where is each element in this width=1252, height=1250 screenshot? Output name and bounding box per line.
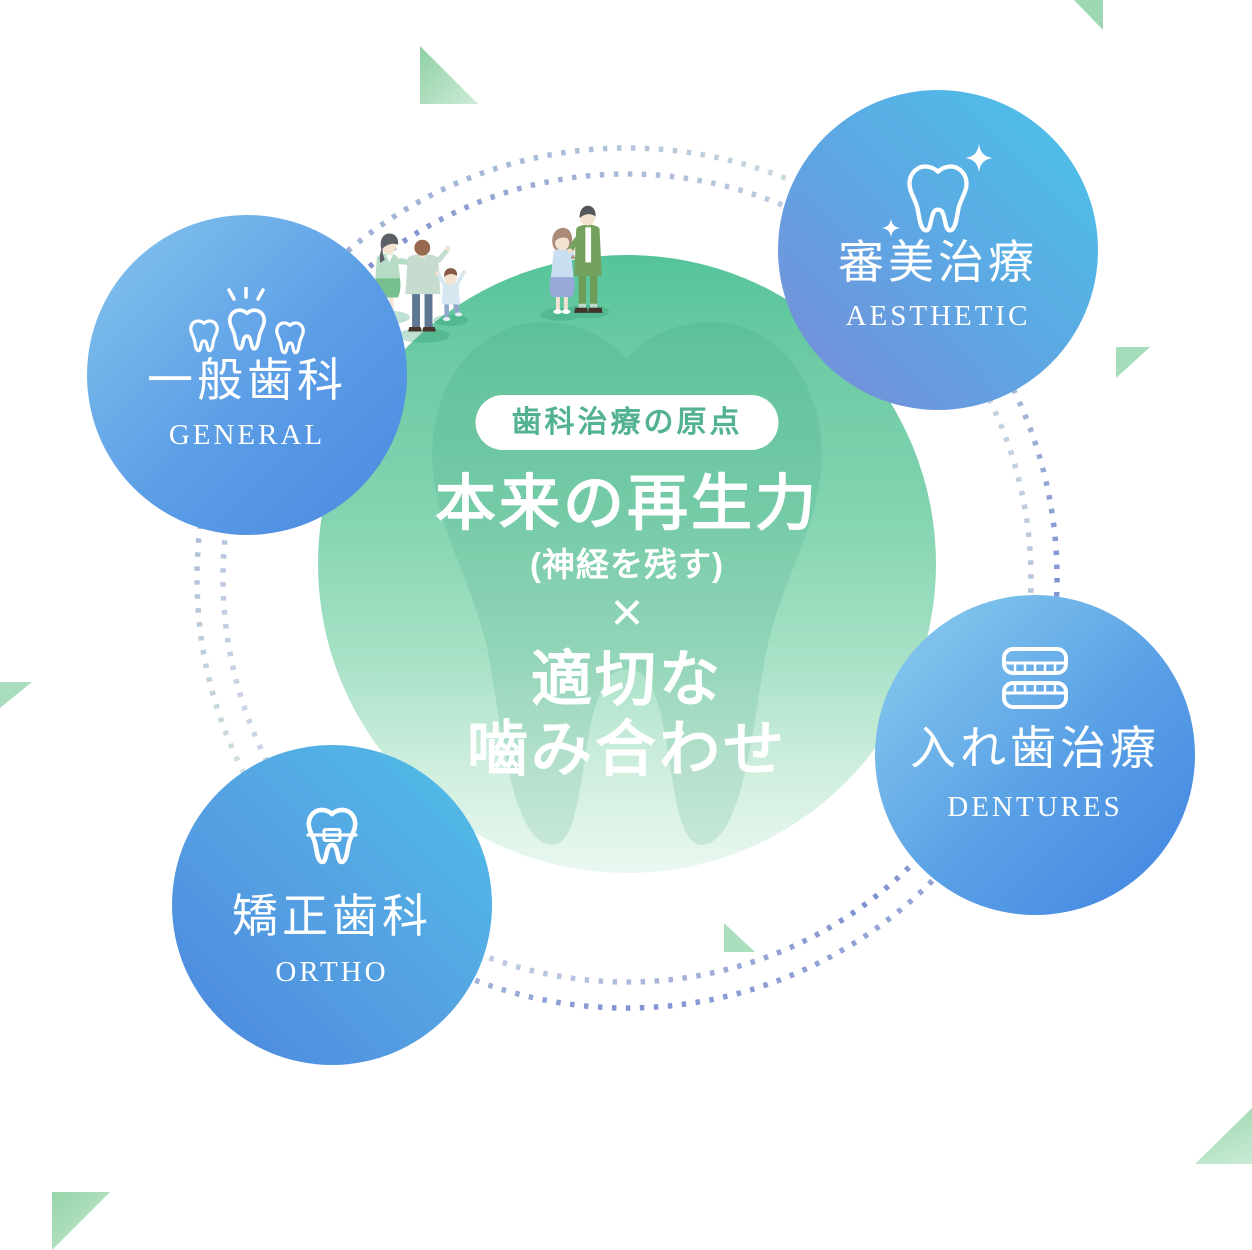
service-label-en: AESTHETIC bbox=[845, 300, 1031, 332]
dentures-icon bbox=[1002, 647, 1068, 709]
service-circle-dentures[interactable]: 入れ歯治療 DENTURES bbox=[875, 595, 1195, 915]
service-label-jp: 矯正歯科 bbox=[232, 890, 432, 942]
service-circle-general[interactable]: 一般歯科 GENERAL bbox=[87, 215, 407, 535]
tooth-watermark-icon bbox=[432, 322, 822, 845]
service-label-jp: 一般歯科 bbox=[147, 354, 347, 406]
center-concept-circle: 歯科治療の原点 本来の再生力 (神経を残す) × 適切な 嚙み合わせ bbox=[318, 255, 936, 873]
family-illustration bbox=[364, 205, 610, 343]
service-label-jp: 審美治療 bbox=[838, 236, 1038, 288]
service-circle-ortho[interactable]: 矯正歯科 ORTHO bbox=[172, 745, 492, 1065]
three-teeth-shine-icon bbox=[189, 287, 305, 355]
multiply-symbol: × bbox=[610, 580, 644, 643]
service-label-en: DENTURES bbox=[947, 791, 1123, 823]
badge-origin-of-dentistry: 歯科治療の原点 bbox=[475, 395, 779, 450]
center-title-line3: 適切な bbox=[530, 645, 723, 713]
service-label-en: GENERAL bbox=[168, 419, 326, 451]
person-father-back bbox=[405, 239, 451, 332]
tooth-braces-icon bbox=[306, 807, 358, 865]
service-label-jp: 入れ歯治療 bbox=[910, 722, 1160, 774]
center-title-line4: 嚙み合わせ bbox=[466, 715, 787, 783]
service-circle-aesthetic[interactable]: 審美治療 AESTHETIC bbox=[778, 90, 1098, 410]
center-title-line2: (神経を残す) bbox=[530, 546, 724, 583]
tooth-sparkle-icon bbox=[881, 144, 993, 238]
person-mother-right bbox=[549, 227, 577, 314]
service-label-en: ORTHO bbox=[275, 956, 389, 988]
center-title-line1: 本来の再生力 bbox=[434, 469, 819, 537]
person-father-right bbox=[567, 205, 603, 313]
person-mother-left bbox=[375, 233, 413, 317]
person-child bbox=[435, 268, 467, 322]
